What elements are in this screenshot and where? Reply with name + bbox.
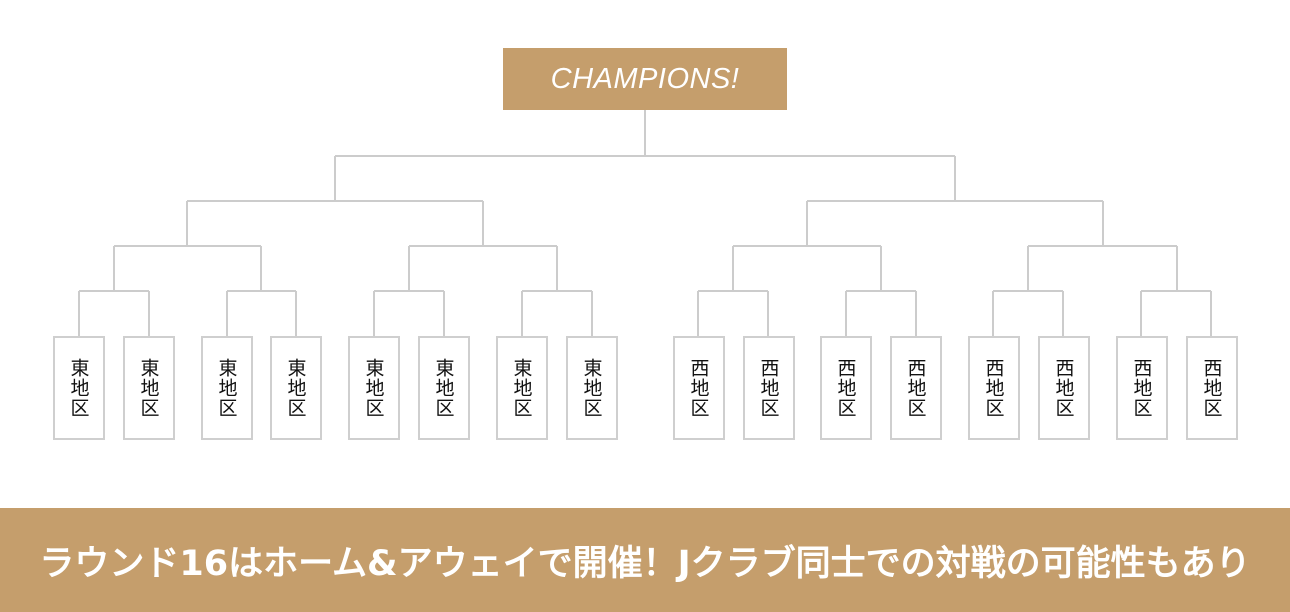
team-label: 西地区: [982, 358, 1005, 418]
team-slot-east: 東地区: [496, 336, 548, 440]
team-slot-west: 西地区: [968, 336, 1020, 440]
team-slot-east: 東地区: [53, 336, 105, 440]
team-slot-west: 西地区: [1116, 336, 1168, 440]
team-label: 西地区: [1052, 358, 1075, 418]
team-label: 西地区: [834, 358, 857, 418]
team-label: 西地区: [1130, 358, 1153, 418]
bracket-lines: [78, 110, 1212, 336]
team-slot-east: 東地区: [348, 336, 400, 440]
team-label: 西地区: [757, 358, 780, 418]
caption-text: ラウンド16はホーム&アウェイで開催！Jクラブ同士での対戦の可能性もあり: [39, 543, 1251, 584]
caption-banner: ラウンド16はホーム&アウェイで開催！Jクラブ同士での対戦の可能性もあり: [0, 508, 1290, 612]
team-label: 東地区: [510, 358, 533, 418]
team-slot-west: 西地区: [1186, 336, 1238, 440]
team-slot-east: 東地区: [201, 336, 253, 440]
team-slot-east: 東地区: [566, 336, 618, 440]
team-label: 東地区: [580, 358, 603, 418]
team-label: 東地区: [284, 358, 307, 418]
champion-box: CHAMPIONS!: [503, 48, 787, 110]
team-label: 西地区: [904, 358, 927, 418]
team-slot-west: 西地区: [820, 336, 872, 440]
team-label: 西地区: [1200, 358, 1223, 418]
team-label: 東地区: [362, 358, 385, 418]
team-slot-east: 東地区: [123, 336, 175, 440]
team-slot-west: 西地区: [743, 336, 795, 440]
team-label: 東地区: [215, 358, 238, 418]
team-slot-east: 東地区: [418, 336, 470, 440]
team-slot-west: 西地区: [1038, 336, 1090, 440]
team-label: 東地区: [67, 358, 90, 418]
team-slot-east: 東地区: [270, 336, 322, 440]
team-label: 東地区: [432, 358, 455, 418]
team-label: 西地区: [687, 358, 710, 418]
team-slot-west: 西地区: [890, 336, 942, 440]
team-label: 東地区: [137, 358, 160, 418]
champion-label: CHAMPIONS!: [550, 62, 740, 95]
team-slot-west: 西地区: [673, 336, 725, 440]
